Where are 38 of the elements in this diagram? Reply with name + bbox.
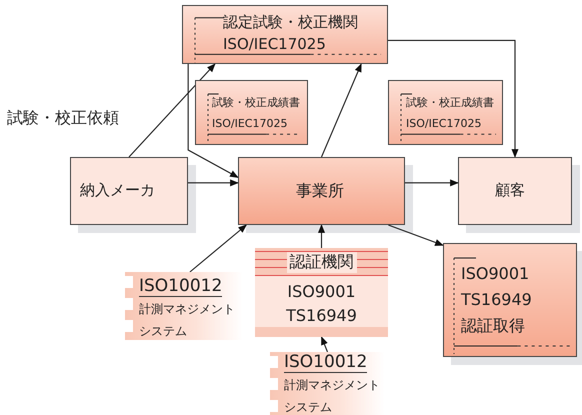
arrow xyxy=(388,224,444,246)
node-text: 計測マネジメントシステム xyxy=(284,377,381,415)
node-text: ISO9001 xyxy=(286,282,357,301)
document-box xyxy=(443,243,577,357)
arrow xyxy=(188,179,239,186)
node-text: 認証取得 xyxy=(461,316,525,337)
process-box xyxy=(458,157,572,225)
node-heading: ISO9001 xyxy=(461,264,530,283)
arrow xyxy=(128,63,216,158)
process-box xyxy=(70,157,188,225)
node-text: ISO/IEC17025 xyxy=(223,35,326,53)
arrow xyxy=(318,224,326,248)
arrow xyxy=(405,179,459,186)
node-text: 納入メーカ xyxy=(80,181,155,200)
document-box xyxy=(182,5,388,64)
document-box xyxy=(388,80,503,145)
node-text: ISO/IEC17025 xyxy=(212,117,288,130)
node-heading: 認定試験・校正機関 xyxy=(223,13,358,32)
node-heading: 試験・校正成績書 xyxy=(406,96,494,110)
node-text: TS16949 xyxy=(285,306,358,325)
node-text: 顧客 xyxy=(495,181,525,200)
arrow xyxy=(321,63,362,158)
arrow xyxy=(188,64,239,178)
node-heading: ISO10012 xyxy=(284,352,368,373)
annotation-text: 試験・校正依頼 xyxy=(7,108,119,129)
node-heading: 認証機関 xyxy=(286,252,356,273)
organization-card xyxy=(255,248,388,337)
node-text: ISO/IEC17025 xyxy=(406,117,482,130)
node-text: TS16949 xyxy=(461,290,532,309)
arrow xyxy=(190,224,248,272)
node-heading: 試験・校正成績書 xyxy=(212,96,300,110)
arrow xyxy=(320,336,328,352)
process-box xyxy=(238,157,405,225)
node-text: 計測マネジメントシステム xyxy=(139,301,236,340)
node-text: 事業所 xyxy=(296,181,344,202)
document-box xyxy=(195,80,308,145)
arrow xyxy=(388,40,519,158)
node-heading: ISO10012 xyxy=(139,276,222,297)
